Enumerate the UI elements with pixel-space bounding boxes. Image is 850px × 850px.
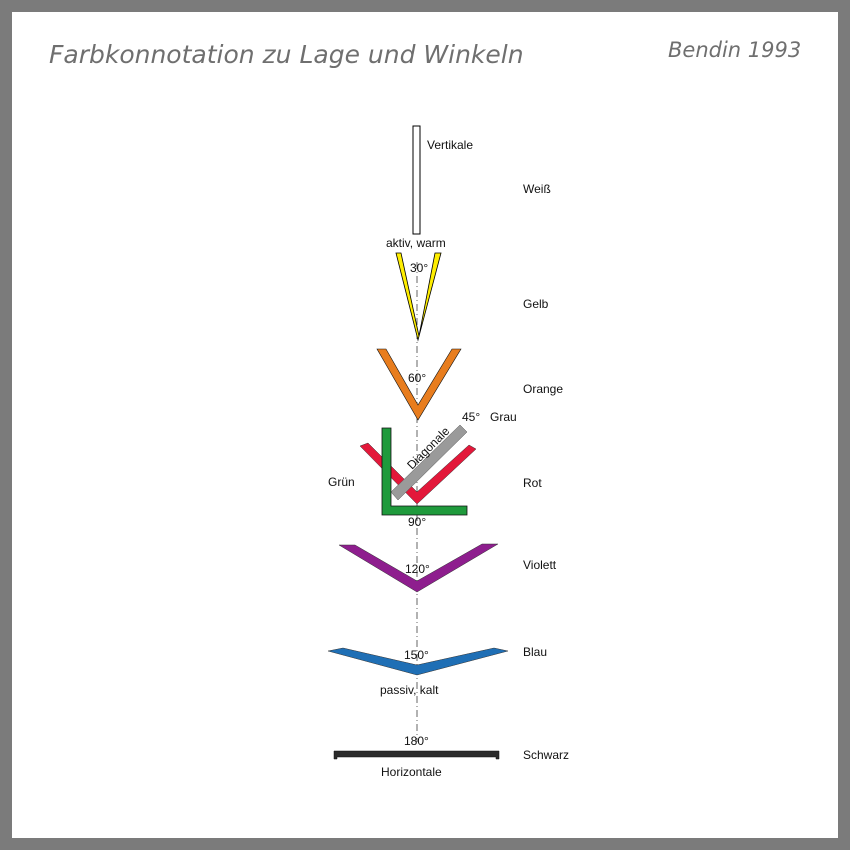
label-120-deg: 120° (405, 562, 430, 576)
label-180-deg: 180° (404, 734, 429, 748)
angle-60-orange-shape (376, 348, 462, 421)
vertical-bar-white (412, 125, 421, 235)
label-grau: Grau (490, 410, 517, 424)
label-30-deg: 30° (410, 261, 428, 275)
label-150-deg: 150° (404, 648, 429, 662)
angle-90-red-shape (359, 442, 477, 505)
label-vertikale: Vertikale (427, 138, 473, 152)
label-schwarz: Schwarz (523, 748, 569, 762)
author-credit: Bendin 1993 (668, 38, 802, 62)
label-horizontale: Horizontale (381, 765, 442, 779)
label-aktiv-warm: aktiv, warm (386, 236, 446, 250)
diagonal-gray-bar (390, 424, 468, 501)
label-60-deg: 60° (408, 371, 426, 385)
label-passiv-kalt: passiv, kalt (380, 683, 439, 697)
angle-30-yellow-shape (395, 252, 442, 342)
horizontal-bar-black (333, 750, 500, 760)
label-90-deg: 90° (408, 515, 426, 529)
label-gelb: Gelb (523, 297, 549, 311)
diagram-panel (12, 12, 838, 838)
label-45-deg: 45° (462, 410, 480, 424)
label-gruen: Grün (328, 475, 355, 489)
label-orange: Orange (523, 382, 563, 396)
diagram-title: Farbkonnotation zu Lage und Winkeln (49, 40, 524, 69)
label-weiss: Weiß (523, 182, 551, 196)
label-blau: Blau (523, 645, 547, 659)
right-angle-green-shape (381, 427, 468, 516)
angle-120-violet-shape (338, 543, 499, 593)
label-rot: Rot (523, 476, 542, 490)
angle-150-blue-shape (327, 647, 509, 676)
label-violett: Violett (523, 558, 557, 572)
